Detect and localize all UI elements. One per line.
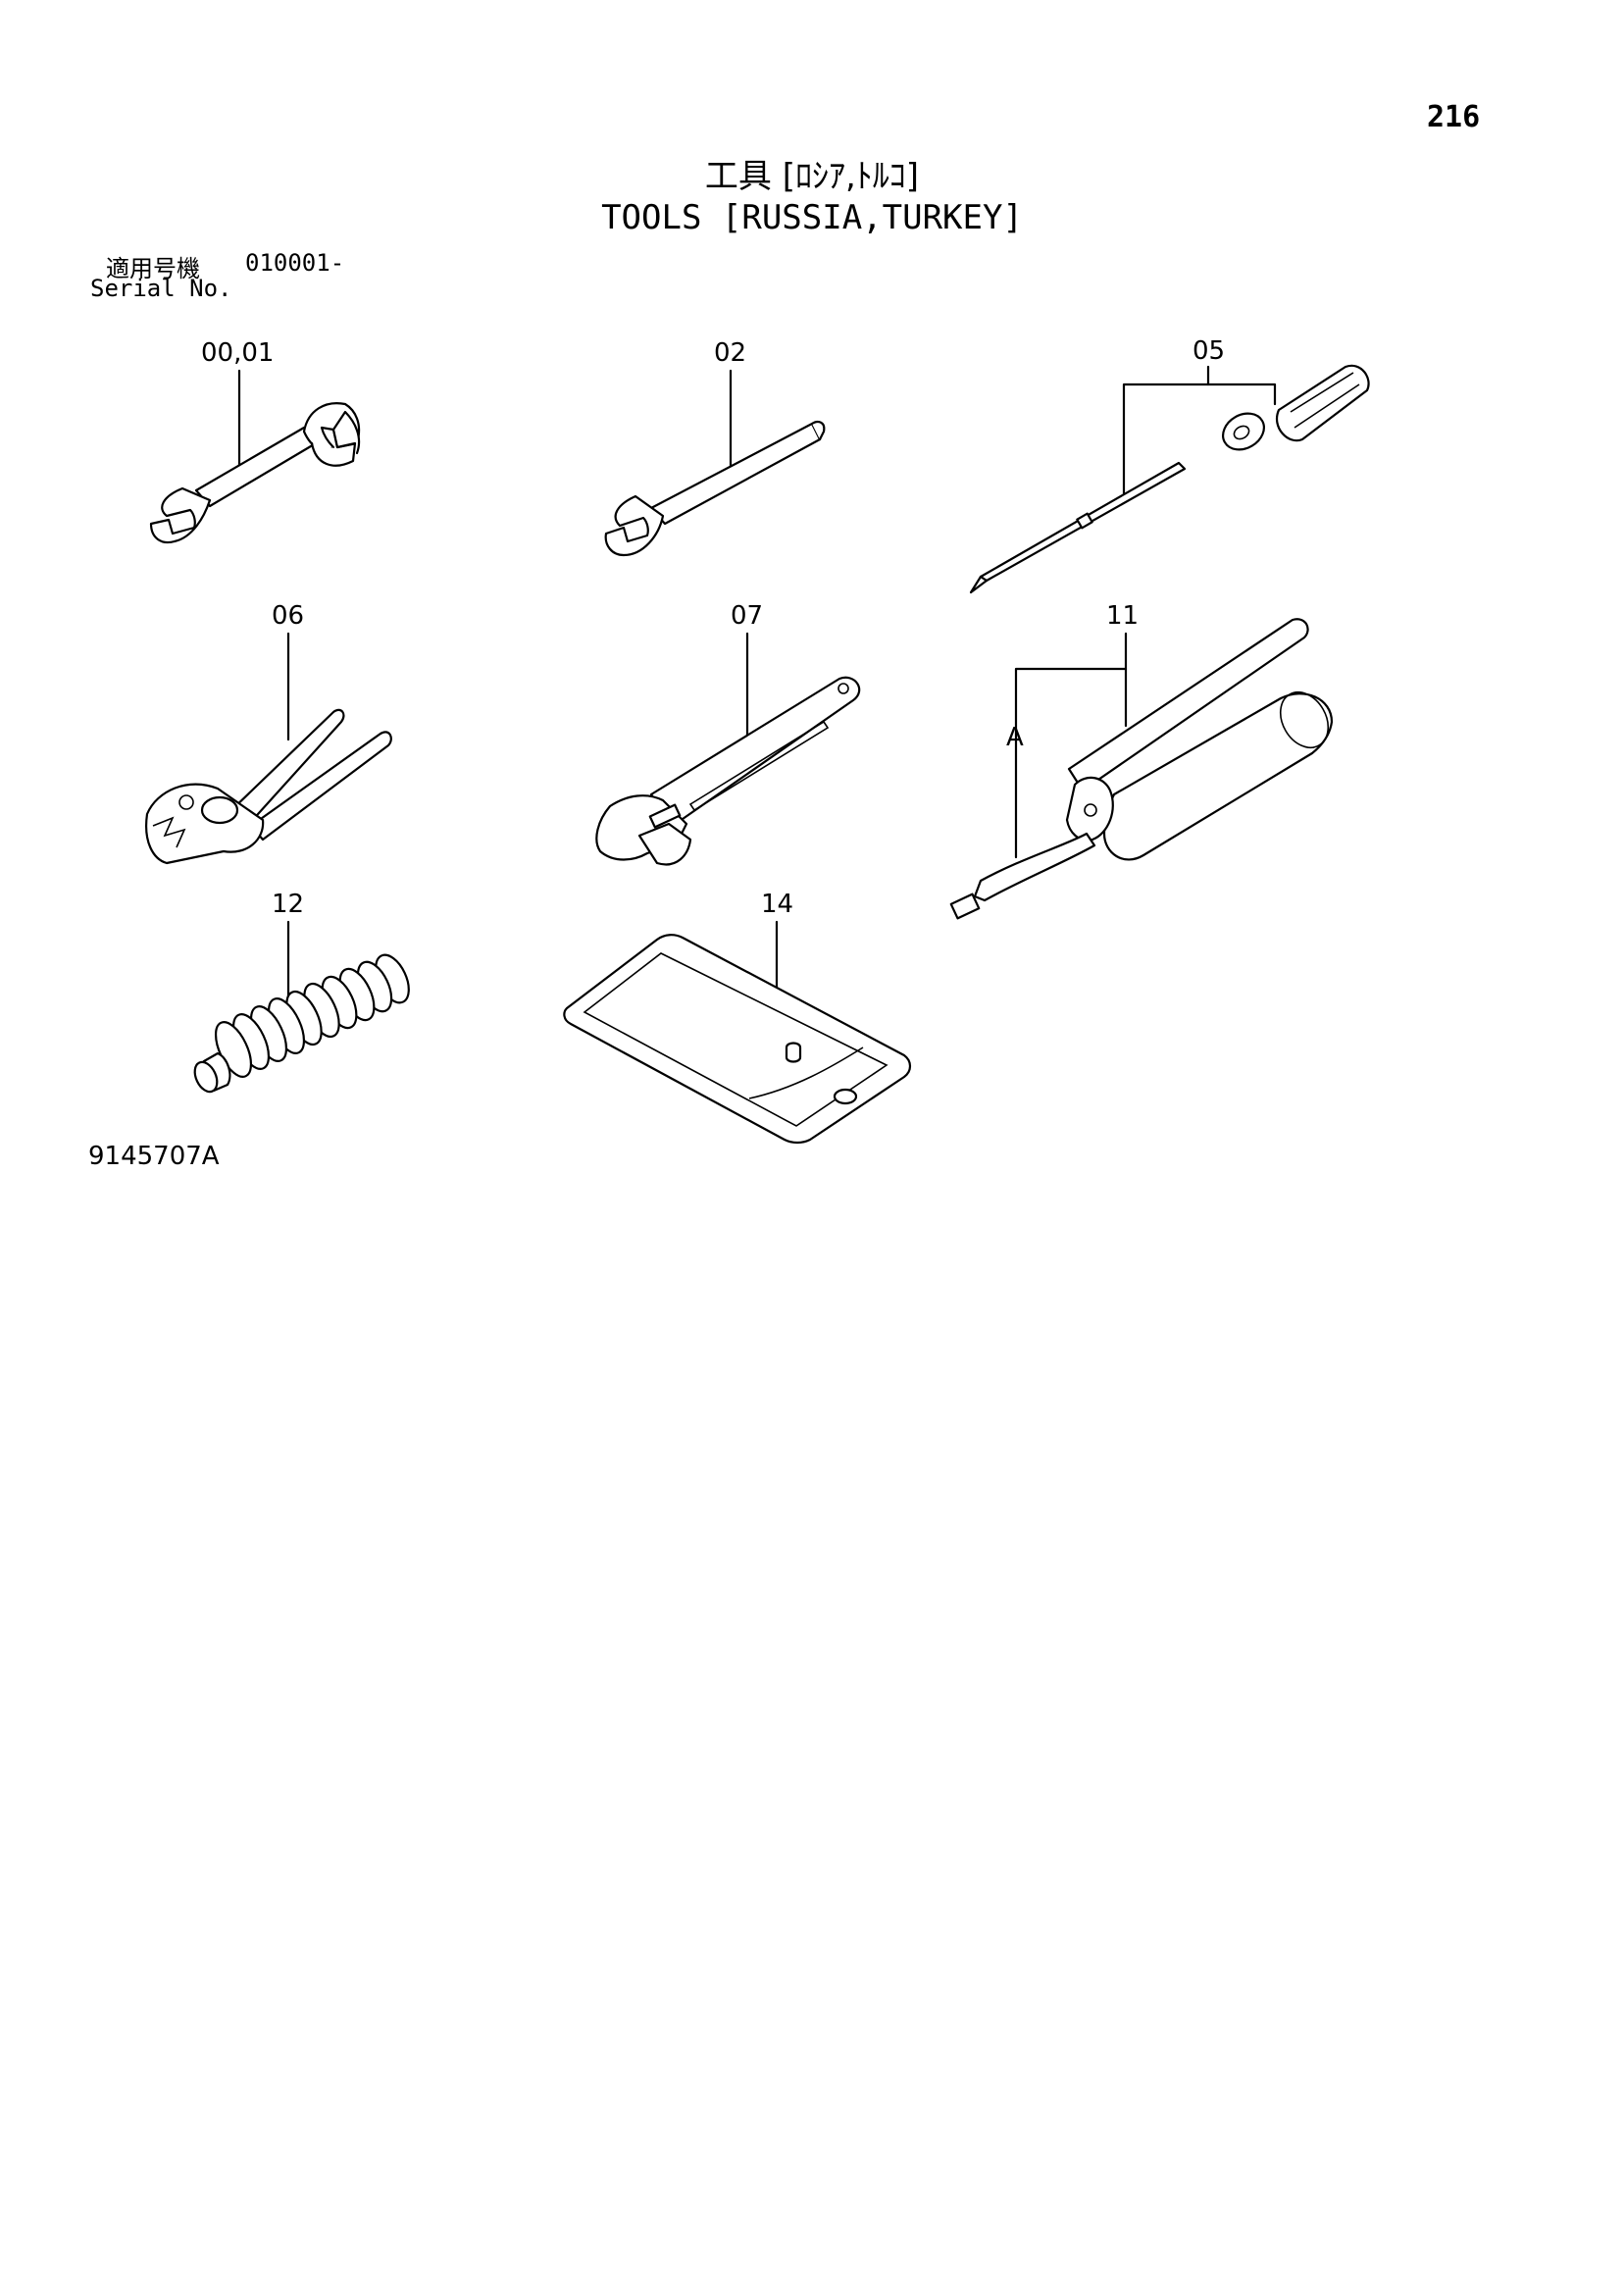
wrench-movable-jaw [637,822,692,866]
title-japanese: 工具 [ﾛｼｱ,ﾄﾙｺ] [704,157,920,196]
pliers-lower-handle [249,731,392,842]
screwdriver-drawing: 05 [969,336,1370,594]
wrench-shank [649,422,822,526]
figure-number: 9145707A [88,1142,220,1171]
handle-groove [1290,372,1354,413]
serial-label-japanese: 適用号機 [106,255,200,282]
wrench-end [810,421,826,441]
cap-hole [1233,425,1250,440]
callout-a: A [1006,723,1024,752]
tool-bag-inner-edge [583,952,888,1127]
pliers-teeth [152,816,186,848]
callout-06: 06 [272,601,304,631]
hose-nozzle [949,893,981,920]
callout-12: 12 [272,890,304,919]
head-pivot [1084,803,1097,817]
bag-snap-stud [785,1042,802,1063]
callout-14: 14 [761,890,793,919]
serial-label-english: Serial No. [90,275,232,302]
tool-bag-drawing: 14 [563,890,912,1145]
double-wrench-drawing: 00,01 [149,338,361,544]
wrench-shank [194,426,318,508]
wrench-handle [649,676,861,828]
handle-cap [1222,412,1265,451]
pliers-drawing: 06 [145,601,392,865]
adjustable-wrench-drawing: 07 [595,601,861,866]
title-english: TOOLS [RUSSIA,TURKEY] [601,198,1023,237]
wrench-large-jaw-rim [310,410,361,467]
pliers-pivot [200,795,239,825]
grease-gun-hose [973,832,1096,902]
screwdriver-handle [1276,364,1370,442]
handle-hole [837,683,849,694]
shaft-collar [1076,512,1093,530]
callout-02: 02 [714,338,746,368]
wrench-small-jaw [149,486,212,544]
pliers-upper-handle [228,708,345,826]
leader-bracket [1014,667,1128,859]
callout-11: 11 [1106,601,1139,631]
bag-snap-socket [833,1088,858,1105]
barrel-end-cap [1279,690,1330,749]
serial-value: 010001- [245,249,345,277]
worm-screw [648,803,682,829]
leader-bracket [1122,383,1277,500]
single-wrench-drawing: 02 [604,338,826,557]
wrench-jaw [604,494,665,557]
grease-gun-barrel [1102,692,1334,861]
callout-05: 05 [1193,336,1225,366]
callout-00-01: 00,01 [201,338,274,368]
grease-gun-lever [1067,618,1309,792]
pliers-rivet [178,794,194,810]
tool-bag-flap [748,1046,864,1099]
screwdriver-tip [969,575,989,594]
callout-07: 07 [731,601,763,631]
handle-slot [688,720,830,812]
grease-gun-drawing: 11 A [949,601,1334,920]
spring-end-face [193,1060,219,1094]
handle-groove [1294,383,1360,429]
grease-gun-head [1065,776,1114,842]
spring-drawing: 12 [193,890,410,1094]
tool-bag-outline [563,934,912,1145]
page-number: 216 [1427,100,1481,134]
